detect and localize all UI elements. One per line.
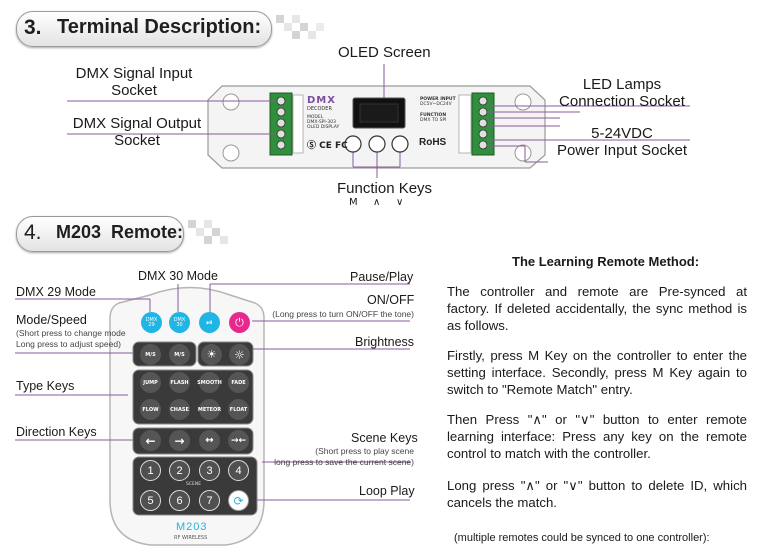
label-power-socket: 5-24VDC Power Input Socket xyxy=(556,125,688,159)
label-led-socket: LED Lamps Connection Socket xyxy=(559,76,685,110)
key-down-label: ∨ xyxy=(396,197,404,208)
direction-outward-button[interactable]: ↔ xyxy=(199,430,220,451)
remote-model: M203 xyxy=(176,521,208,533)
brand-decoder: DECODER xyxy=(307,106,332,112)
rohs-mark: RoHS xyxy=(419,137,447,148)
section4-title: M203 Remote: xyxy=(56,222,184,242)
direction-inward-button[interactable]: →← xyxy=(228,430,249,451)
label-pause-play: Pause/Play xyxy=(350,270,414,284)
direction-left-button[interactable]: ← xyxy=(140,430,161,451)
model-line3: OLED DISPLAY xyxy=(307,125,340,130)
label-dmx-input: DMX Signal Input Socket xyxy=(75,65,193,99)
loop-play-button[interactable]: ⟳ xyxy=(228,490,249,511)
learning-paragraph-4: Long press "∧" or "∨" button to delete I… xyxy=(447,478,747,510)
dmx30-button[interactable]: DMX 30 xyxy=(169,312,190,333)
label-dmx30-mode: DMX 30 Mode xyxy=(138,269,218,283)
scene-7-button[interactable]: 7 xyxy=(199,490,220,511)
label-type-keys: Type Keys xyxy=(16,379,75,393)
type-meteor-button[interactable]: METEOR xyxy=(198,399,221,420)
type-fade-button[interactable]: FADE xyxy=(228,372,249,393)
power-value: DC5V~DC24V xyxy=(420,102,452,107)
brand-dmx: DMX xyxy=(307,95,336,106)
type-smooth-button[interactable]: SMOOTH xyxy=(197,372,222,393)
function-label: FUNCTION xyxy=(420,113,447,118)
scene-3-button[interactable]: 3 xyxy=(199,460,220,481)
brightness-down-button[interactable]: ☀ xyxy=(201,344,222,365)
type-float-button[interactable]: FLOAT xyxy=(228,399,249,420)
label-brightness: Brightness xyxy=(355,335,415,349)
scene-4-button[interactable]: 4 xyxy=(228,460,249,481)
scene-6-button[interactable]: 6 xyxy=(169,490,190,511)
section4-number: 4. xyxy=(24,221,42,244)
section3-number: 3. xyxy=(24,16,42,39)
pause-play-button[interactable]: ⏯ xyxy=(199,312,220,333)
controller-diagram xyxy=(67,64,690,178)
power-button[interactable]: ⏻ xyxy=(229,312,250,333)
label-oled-screen: OLED Screen xyxy=(338,44,431,61)
mode-speed-button-2[interactable]: M/S xyxy=(169,344,190,365)
scene-5-button[interactable]: 5 xyxy=(140,490,161,511)
label-on-off-note: (Long press to turn ON/OFF the tone) xyxy=(272,309,414,319)
controller-keys: M ∧ ∨ xyxy=(345,197,409,215)
power-label: POWER INPUT xyxy=(420,97,456,102)
key-up-label: ∧ xyxy=(373,197,381,208)
label-loop-play: Loop Play xyxy=(359,484,415,498)
learning-paragraph-2: Firstly, press M Key on the controller t… xyxy=(447,348,747,397)
label-on-off: ON/OFF xyxy=(367,293,415,307)
model-line2: DMX-SPI-303 xyxy=(307,120,336,125)
power-info: POWER INPUT DC5V~DC24V FUNCTION DMX TO S… xyxy=(420,97,456,123)
key-m-label: M xyxy=(349,197,358,208)
label-dmx29-mode: DMX 29 Mode xyxy=(16,285,96,299)
direction-right-button[interactable]: → xyxy=(169,430,190,451)
scene-word: SCENE xyxy=(186,482,202,487)
learning-heading: The Learning Remote Method: xyxy=(512,254,700,269)
learning-note: (multiple remotes could be synced to one… xyxy=(454,532,710,544)
label-mode-speed: Mode/Speed xyxy=(16,313,87,327)
section3-title: Terminal Description: xyxy=(57,16,262,38)
label-scene-note: (Short press to play scene long press to… xyxy=(274,446,414,467)
dmx29-button[interactable]: DMX 29 xyxy=(141,312,162,333)
scene-1-button[interactable]: 1 xyxy=(140,460,161,481)
mode-speed-button-1[interactable]: M/S xyxy=(140,344,161,365)
function-value: DMX TO SPI xyxy=(420,118,447,123)
cert-marks: Ⓢ CE FC xyxy=(307,141,348,151)
model-line1: MODEL xyxy=(307,115,324,120)
controller-brand: DMX DECODER MODEL DMX-SPI-303 OLED DISPL… xyxy=(307,95,339,130)
brightness-up-button[interactable]: ☼ xyxy=(229,344,250,365)
label-mode-speed-note: (Short press to change mode Long press t… xyxy=(16,328,126,349)
learning-paragraph-1: The controller and remote are Pre-synced… xyxy=(447,284,747,333)
section4-header xyxy=(16,216,184,252)
label-scene-keys: Scene Keys xyxy=(351,431,418,445)
type-flash-button[interactable]: FLASH xyxy=(169,372,190,393)
type-flow-button[interactable]: FLOW xyxy=(140,399,161,420)
scene-2-button[interactable]: 2 xyxy=(169,460,190,481)
label-function-keys: Function Keys xyxy=(337,180,433,197)
type-jump-button[interactable]: JUMP xyxy=(140,372,161,393)
section3-header xyxy=(16,11,272,47)
label-direction-keys: Direction Keys xyxy=(16,425,97,439)
learning-paragraph-3: Then Press "∧" or "∨" button to enter re… xyxy=(447,412,747,461)
type-chase-button[interactable]: CHASE xyxy=(169,399,190,420)
remote-rf: RF WIRELESS xyxy=(174,535,208,541)
label-dmx-output: DMX Signal Output Socket xyxy=(72,115,202,149)
